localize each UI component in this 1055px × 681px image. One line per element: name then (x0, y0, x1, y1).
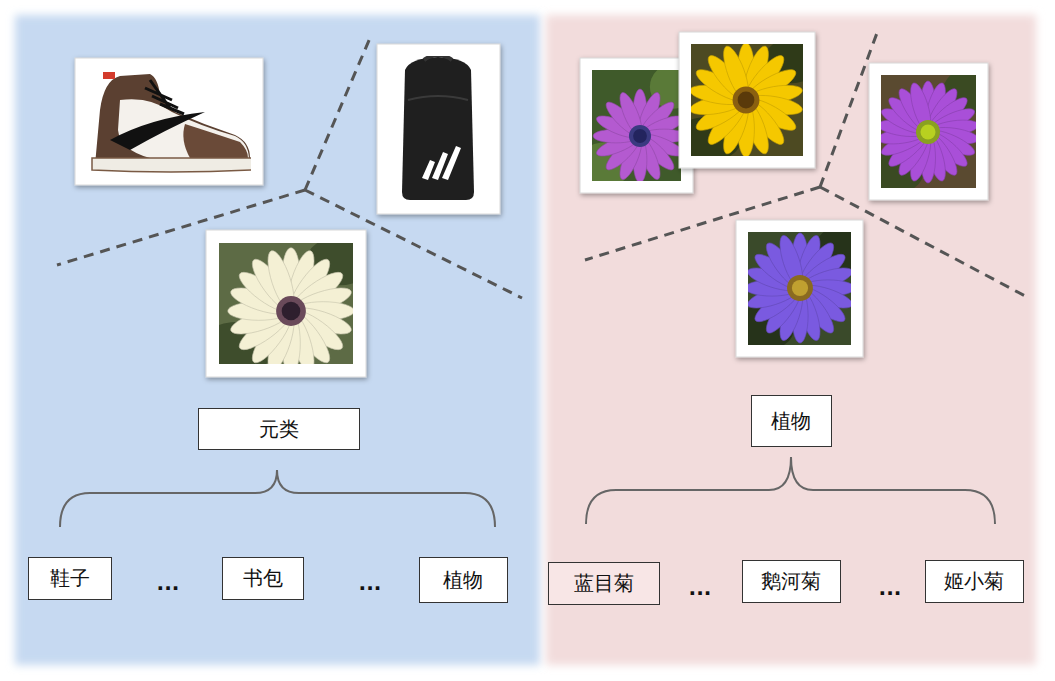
pink-panel (546, 15, 1036, 665)
box-label: 鞋子 (50, 566, 90, 590)
photo (199, 230, 373, 377)
blue-panel (15, 15, 540, 665)
box-label: 姬小菊 (944, 569, 1004, 593)
photo (75, 58, 263, 185)
ellipsis: ... (689, 576, 712, 600)
box-label: 元类 (259, 417, 299, 441)
box-label: 蓝目菊 (574, 571, 634, 595)
box-label: 鹅河菊 (761, 569, 821, 593)
category-box: 鞋子 (28, 557, 112, 600)
dashed-divider (57, 33, 1027, 298)
photo (867, 63, 991, 200)
class-box: 元类 (198, 408, 360, 450)
category-box: 鹅河菊 (742, 560, 841, 603)
box-label: 书包 (243, 566, 283, 590)
photo (674, 32, 820, 168)
box-label: 植物 (443, 568, 483, 592)
photo (733, 220, 867, 357)
category-box: 蓝目菊 (548, 562, 660, 605)
category-box: 姬小菊 (925, 560, 1024, 603)
class-box: 植物 (751, 395, 832, 447)
ellipsis: ... (157, 571, 180, 595)
box-label: 植物 (771, 409, 811, 433)
ellipsis: ... (879, 576, 902, 600)
category-box: 书包 (222, 557, 304, 600)
photo (377, 44, 500, 214)
photos (75, 32, 990, 377)
ellipsis: ... (359, 571, 382, 595)
photo (579, 58, 695, 193)
brace (60, 457, 995, 527)
category-box: 植物 (419, 557, 508, 603)
